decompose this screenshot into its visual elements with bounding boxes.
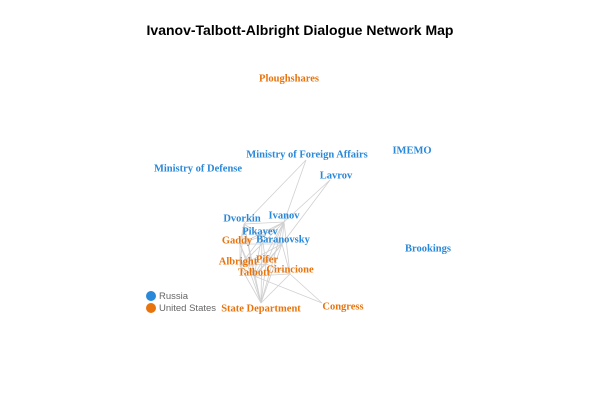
edge-talbott-state (253, 275, 262, 304)
edge-pifer-cirincione (265, 263, 291, 275)
node-dvorkin[interactable]: Dvorkin (223, 213, 261, 224)
edge-pikayev-baranovsky (261, 235, 283, 245)
edge-ivanov-talbott (253, 221, 285, 277)
legend: Russia United States (146, 290, 216, 314)
edge-mfa-ivanov (283, 159, 307, 223)
edge-pikayev-albright (239, 235, 263, 267)
edge-dvorkin-pikayev (243, 223, 263, 237)
node-talbott[interactable]: Talbott (238, 267, 271, 278)
node-congress[interactable]: Congress (322, 301, 363, 312)
edge-pikayev-state (260, 235, 263, 304)
legend-swatch-united-states (146, 303, 156, 313)
edge-lavrov-ivanov (283, 179, 331, 223)
node-albright[interactable]: Albright (219, 256, 258, 267)
edge-pikayev-talbott (253, 235, 263, 277)
node-brookings[interactable]: Brookings (405, 243, 451, 254)
node-mod[interactable]: Ministry of Defense (154, 163, 242, 174)
node-gaddy[interactable]: Gaddy (222, 235, 253, 246)
legend-swatch-russia (146, 291, 156, 301)
edge-pikayev-pifer (261, 235, 267, 265)
node-imemo[interactable]: IMEMO (392, 145, 431, 156)
edge-dvorkin-albright (239, 223, 245, 267)
legend-item-united-states: United States (146, 302, 216, 314)
legend-item-russia: Russia (146, 290, 216, 302)
edge-dvorkin-state (243, 223, 262, 304)
edge-baranovsky-state (260, 243, 283, 304)
node-pifer[interactable]: Pifer (256, 254, 278, 265)
edge-ivanov-pifer (265, 221, 285, 265)
edge-mfa-dvorkin (243, 159, 307, 225)
edge-baranovsky-talbott (253, 243, 283, 277)
edge-ivanov-baranovsky (281, 221, 285, 245)
node-cirincione[interactable]: Cirincione (266, 264, 314, 275)
edge-talbott-pifer (253, 263, 267, 277)
edge-cirincione-state (260, 273, 291, 304)
edge-talbott-congress (253, 275, 323, 304)
chart-title: Ivanov-Talbott-Albright Dialogue Network… (146, 22, 454, 38)
edge-pifer-state (260, 263, 267, 304)
node-lavrov[interactable]: Lavrov (320, 170, 353, 181)
edge-albright-talbott (239, 265, 255, 277)
edge-baranovsky-cirincione (281, 243, 291, 275)
edge-gaddy-talbott (239, 243, 255, 277)
edge-ivanov-pikayev (261, 221, 285, 237)
edge-ivanov-dvorkin (243, 221, 285, 225)
edge-baranovsky-albright (239, 243, 283, 267)
legend-label-united-states: United States (159, 302, 217, 314)
edge-albright-state (239, 265, 262, 304)
edge-cirincione-congress (289, 273, 323, 304)
node-pikayev[interactable]: Pikayev (242, 226, 278, 237)
edge-ivanov-cirincione (283, 221, 291, 275)
edge-lavrov-baranovsky (281, 179, 331, 245)
edge-ivanov-state (260, 221, 285, 304)
legend-label-russia: Russia (159, 290, 189, 302)
edge-talbott-cirincione (253, 273, 291, 277)
node-mfa[interactable]: Ministry of Foreign Affairs (246, 149, 367, 160)
node-state[interactable]: State Department (221, 303, 301, 314)
node-baranovsky[interactable]: Baranovsky (256, 234, 310, 245)
edge-layer (239, 159, 331, 304)
edge-albright-pifer (239, 263, 267, 267)
node-ivanov[interactable]: Ivanov (269, 210, 301, 221)
edge-pikayev-gaddy (239, 235, 263, 245)
node-ploughshares[interactable]: Ploughshares (259, 73, 319, 84)
